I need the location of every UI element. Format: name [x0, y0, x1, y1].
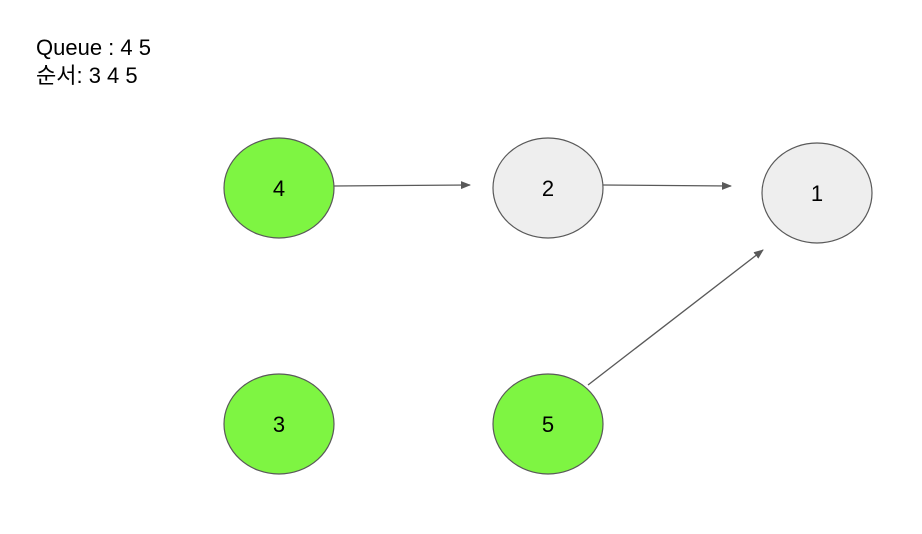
node-circle-1 — [761, 142, 873, 244]
node-4: 4 — [223, 137, 335, 239]
node-circle-5 — [492, 373, 604, 475]
edge-4-to-2 — [333, 181, 471, 190]
node-label-3: 3 — [273, 412, 285, 437]
node-circle-2 — [492, 137, 604, 239]
node-circle-4 — [223, 137, 335, 239]
queue-label: Queue : 4 5 — [36, 35, 151, 60]
node-label-5: 5 — [542, 412, 554, 437]
edges-layer — [333, 181, 764, 386]
node-2: 2 — [492, 137, 604, 239]
node-label-1: 1 — [811, 181, 823, 206]
edge-2-to-1 — [602, 181, 732, 190]
status-text-block: Queue : 4 5 순서: 3 4 5 — [36, 34, 151, 90]
node-1: 1 — [761, 142, 873, 244]
order-label: 순서: 3 4 5 — [36, 63, 138, 88]
node-5: 5 — [492, 373, 604, 475]
node-label-2: 2 — [542, 176, 554, 201]
node-circle-3 — [223, 373, 335, 475]
node-label-4: 4 — [273, 176, 285, 201]
node-3: 3 — [223, 373, 335, 475]
edge-5-to-1 — [587, 249, 764, 386]
nodes-layer: 4 2 1 3 5 — [223, 137, 873, 475]
